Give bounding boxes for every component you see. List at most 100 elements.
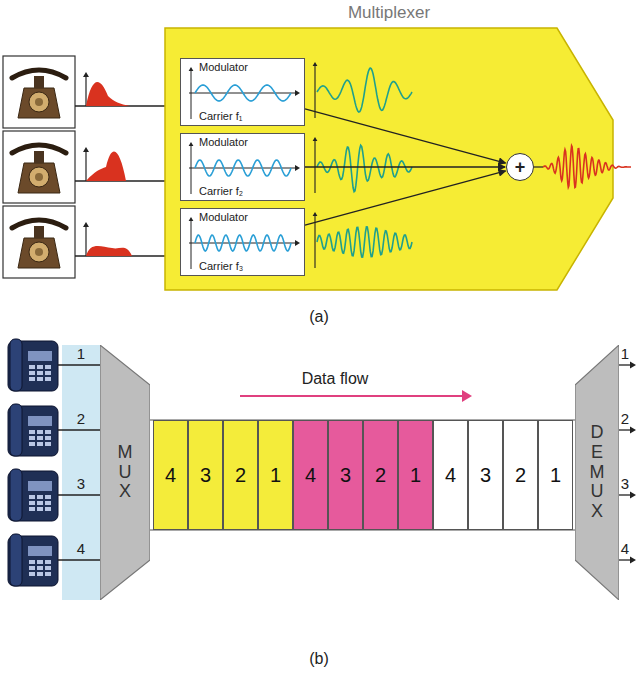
carrier-axis — [191, 71, 192, 119]
arrow-head — [630, 556, 636, 563]
output-line — [619, 559, 630, 560]
node-text: 4 — [165, 464, 176, 487]
phone-key — [45, 501, 51, 505]
arrow-head — [83, 222, 89, 227]
node-text: 1 — [270, 464, 281, 487]
time-slot: 4 — [293, 420, 328, 530]
node-text: 1 — [550, 464, 561, 487]
input-line — [58, 364, 100, 365]
phone-key — [29, 436, 35, 440]
phone-key — [37, 365, 43, 369]
arrow-head — [630, 361, 636, 368]
carrier-sine — [195, 160, 291, 176]
arrow-head — [189, 217, 194, 221]
phone-key — [29, 430, 35, 434]
phone-key — [45, 495, 51, 499]
node-text: 2 — [235, 464, 246, 487]
arrow-head — [295, 165, 300, 171]
modulated-wave — [317, 227, 412, 257]
phone-key — [37, 442, 43, 446]
carrier-axis — [191, 221, 192, 269]
trapezoid — [575, 345, 619, 600]
channel-number: 1 — [621, 345, 629, 362]
phone-key — [37, 572, 43, 576]
time-slot: 2 — [223, 420, 258, 530]
phone-cradle — [34, 226, 44, 238]
output-line — [619, 429, 630, 430]
spectrum-axis — [85, 151, 86, 181]
phone-key — [45, 560, 51, 564]
phone-dial — [29, 92, 49, 112]
phone-key — [45, 572, 51, 576]
voice-spectrum — [86, 246, 132, 256]
phone-dial-center — [35, 173, 43, 181]
carrier-sine — [195, 235, 291, 251]
multiplexer-block: MultiplexerModulatorCarrier f₁ModulatorC… — [165, 28, 613, 290]
wave-axis — [314, 66, 315, 118]
arrow-head — [313, 62, 318, 66]
phone-key — [29, 501, 35, 505]
wave-axis — [314, 216, 315, 268]
phone-key — [37, 430, 43, 434]
input-line — [58, 429, 100, 430]
time-slot: 4 — [433, 420, 468, 530]
input-line — [58, 559, 100, 560]
arrow-head — [189, 67, 194, 71]
phone-body — [18, 238, 60, 268]
phone-display — [28, 416, 52, 426]
phone-key — [29, 495, 35, 499]
multiplexer-symbol: MUX — [100, 345, 150, 600]
node-text: Carrier f₁ — [199, 110, 300, 123]
arrow-head — [630, 491, 636, 498]
modulator-box: ModulatorCarrier f₂ — [180, 133, 305, 201]
arrow-head — [83, 147, 89, 152]
time-slot: 3 — [328, 420, 363, 530]
time-slot: 4 — [153, 420, 188, 530]
node-text: + — [515, 158, 526, 176]
signal-connector — [305, 109, 506, 163]
modulator-box: ModulatorCarrier f₃ — [180, 208, 305, 276]
node-text: DEMUX — [588, 423, 606, 522]
node-text: 2 — [515, 464, 526, 487]
phone-handset — [10, 339, 22, 391]
channel-number: 3 — [621, 475, 629, 492]
phone-key — [29, 442, 35, 446]
phone-display — [28, 351, 52, 361]
phone-key — [37, 495, 43, 499]
phone-key — [29, 377, 35, 381]
phone-key — [45, 566, 51, 570]
phone-dial — [29, 167, 49, 187]
channel-number: 1 — [77, 345, 85, 362]
antique-telephone — [3, 131, 75, 203]
spectrum-axis — [85, 76, 86, 106]
channel-number: 3 — [77, 475, 85, 492]
phone-key — [37, 501, 43, 505]
voice-spectrum — [86, 82, 130, 106]
antique-telephone — [3, 56, 75, 128]
phone-dial-center — [35, 98, 43, 106]
phone-key — [45, 377, 51, 381]
carrier-sine — [195, 85, 291, 101]
channel-number: 4 — [77, 540, 85, 557]
phone-dial-center — [35, 248, 43, 256]
phone-cradle — [34, 76, 44, 88]
channel-number: 2 — [77, 410, 85, 427]
channel-number: 4 — [621, 540, 629, 557]
node-text: 1 — [410, 464, 421, 487]
time-slot: 3 — [188, 420, 223, 530]
spectrum-axis — [85, 226, 86, 256]
time-slot: 1 — [398, 420, 433, 530]
node-text: Carrier f₂ — [199, 185, 300, 198]
phone-body — [18, 163, 60, 193]
node-text: Modulator — [199, 136, 300, 149]
flow-label: Data flow — [302, 370, 369, 388]
time-slot: 2 — [503, 420, 538, 530]
signal-connector — [305, 171, 506, 225]
output-line — [619, 494, 630, 495]
desk-telephone — [8, 339, 58, 391]
phone-key — [45, 365, 51, 369]
phone-key — [45, 442, 51, 446]
multiplexed-signal — [543, 146, 631, 188]
